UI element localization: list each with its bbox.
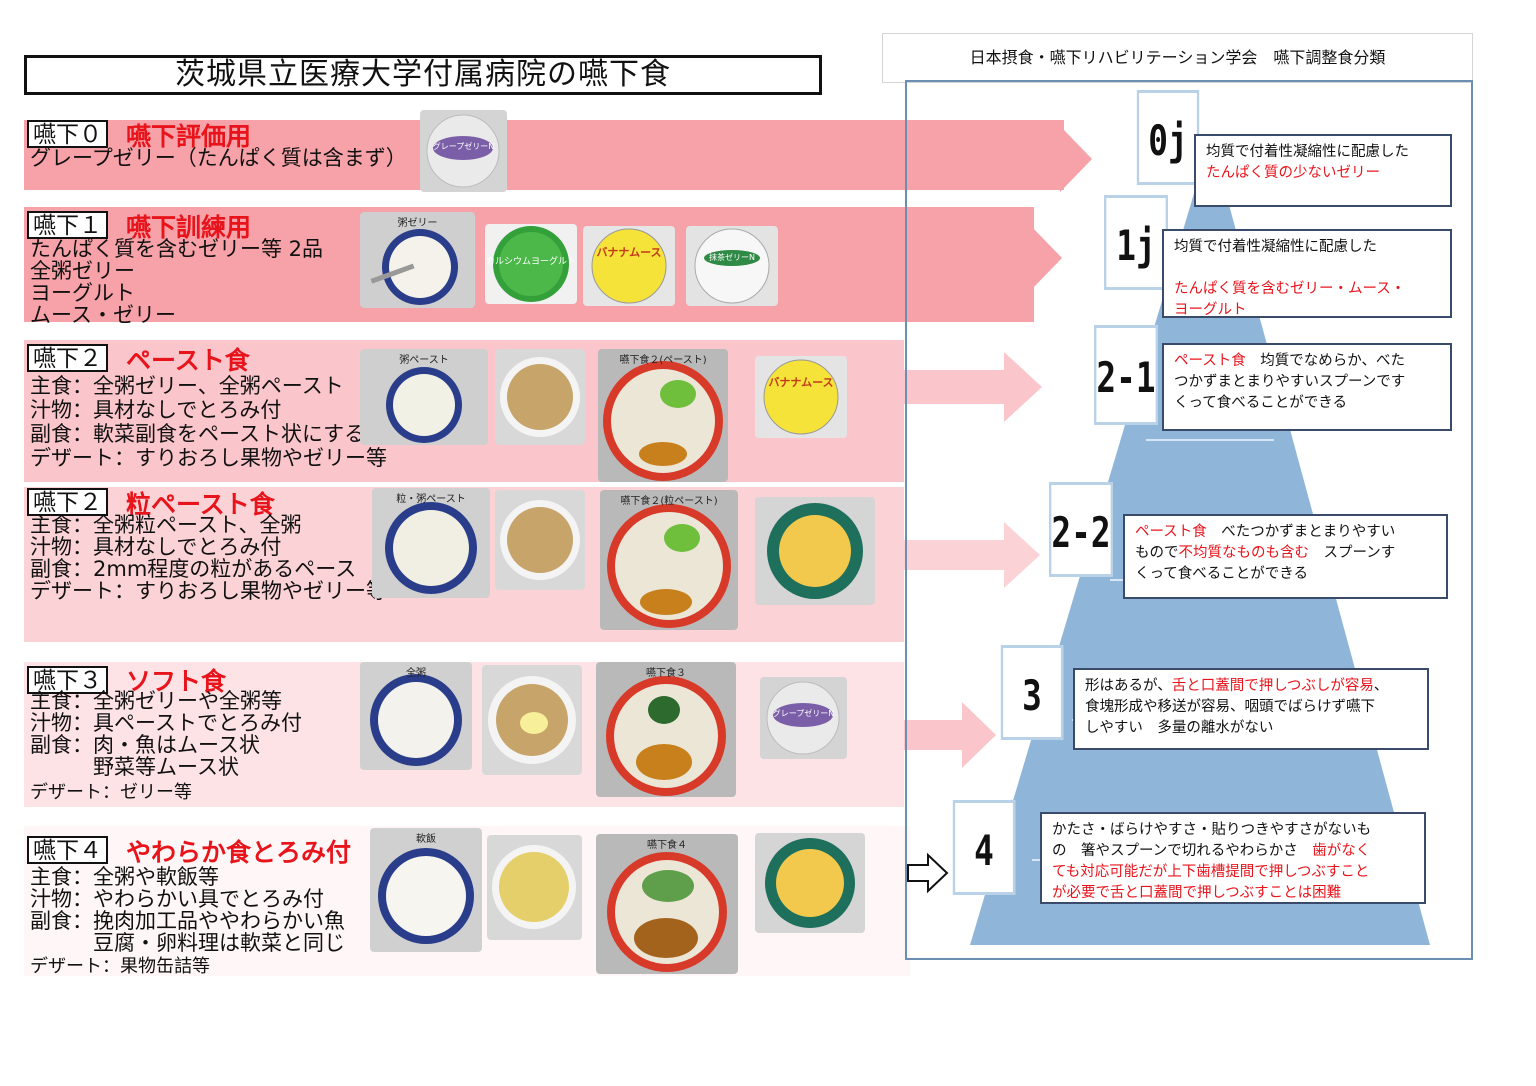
row-tag-0: 嚥下０ (27, 120, 108, 148)
row-tag-4: 嚥下３ (27, 666, 108, 694)
photo-porridge-jelly: 粥ゼリー (360, 212, 475, 308)
row-tag-1: 嚥下１ (27, 211, 108, 239)
photo-fruit-can (755, 833, 865, 933)
photo-soup-2 (495, 349, 585, 445)
photo-banana-mousse-2: バナナムース (755, 356, 847, 438)
level-desc-2-2: ペースト食 べたつかずまとまりやすい もので不均質なものも含む スプーンす くっ… (1123, 514, 1448, 599)
row-lines-4: 主食：全粥ゼリーや全粥等 汁物：具ペーストでとろみ付 副食：肉・魚はムース状 野… (30, 689, 302, 803)
row-lines-0: グレープゼリー（たんぱく質は含まず） (30, 146, 407, 170)
row-lines-1: たんぱく質を含むゼリー等 2品 全粥ゼリー ヨーグルト ムース・ゼリー (30, 237, 324, 327)
row-title-4: ソフト食 (126, 667, 227, 696)
photo-grape-jelly-0: グレープゼリーN (420, 110, 507, 192)
photo-soup-4 (482, 665, 582, 775)
classification-header: 日本摂食・嚥下リハビリテーション学会 嚥下調整食分類 (882, 33, 1473, 83)
photo-label: バナナムース (768, 376, 834, 389)
photo-matcha-jelly: 抹茶ゼリーN (686, 226, 778, 306)
level-box-2-1: 2-1 (1094, 325, 1158, 425)
photo-label: 嚥下食３ (646, 668, 686, 679)
photo-label: カルシウムヨーグルト (485, 257, 576, 267)
photo-label: グレープゼリーN (432, 142, 495, 151)
row-lines-2: 主食：全粥ゼリー、全粥ペースト 汁物：具材なしでとろみ付 副食：軟菜副食をペース… (30, 374, 387, 470)
photo-label: 粥ペースト (399, 355, 449, 366)
photo-label: 全粥 (406, 668, 426, 679)
row-title-2: ペースト食 (126, 346, 250, 375)
arrow-row-3 (904, 522, 1040, 588)
photo-label: 嚥下食２(ペースト) (619, 355, 707, 366)
photo-whole-porridge: 全粥 (360, 662, 472, 770)
photo-paste-meal: 嚥下食２(ペースト) (598, 349, 728, 482)
photo-soft-rice: 軟飯 (370, 828, 482, 952)
level-box-3: 3 (1000, 645, 1064, 740)
level-desc-0j: 均質で付着性凝縮性に配慮した たんぱく質の少ないゼリー (1194, 134, 1452, 207)
row-band-0 (24, 120, 1064, 190)
photo-label: グレープゼリーN (772, 709, 835, 718)
row-title-3: 粒ペースト食 (126, 490, 275, 519)
row-title-5: やわらか食とろみ付 (126, 838, 352, 867)
photo-label: バナナムース (596, 246, 662, 259)
photo-label: 軟飯 (416, 834, 436, 845)
level-desc-2-1: ペースト食 均質でなめらか、べた つかずまとまりやすいスプーンです くって食べる… (1162, 343, 1452, 431)
photo-yogurt: カルシウムヨーグルト (485, 224, 577, 304)
photo-label: 粒・粥ペースト (396, 494, 466, 505)
row-title-0: 嚥下評価用 (126, 122, 252, 151)
photo-soft-meal: 嚥下食３ (596, 662, 736, 797)
photo-porridge-paste: 粥ペースト (360, 349, 488, 445)
photo-label: 粥ゼリー (397, 218, 438, 229)
level-box-0j: 0j (1136, 90, 1200, 185)
row-tag-5: 嚥下４ (27, 836, 108, 864)
level-box-1j: 1j (1104, 195, 1168, 290)
photo-grain-porridge-paste: 粒・粥ペースト (372, 488, 490, 598)
photo-soup-5 (487, 835, 582, 940)
photo-label: 抹茶ゼリーN (709, 253, 755, 262)
arrow-row-2 (904, 352, 1042, 422)
photo-grated-fruit-3 (755, 497, 875, 605)
photo-label: 嚥下食４ (647, 840, 687, 851)
row-title-1: 嚥下訓練用 (126, 213, 252, 242)
photo-grain-paste-meal: 嚥下食２(粒ペースト) (600, 490, 738, 630)
level-desc-3: 形はあるが、舌と口蓋間で押しつぶしが容易、 食塊形成や移送が容易、咽頭でばらけず… (1073, 668, 1429, 750)
row-lines-5: 主食：全粥や軟飯等 汁物：やわらかい具でとろみ付 副食：挽肉加工品ややわらかい魚… (30, 865, 345, 977)
level-desc-4: かたさ・ばらけやすさ・貼りつきやすさがないも の 箸やスプーンで切れるやわらかさ… (1040, 812, 1426, 904)
row-tag-2: 嚥下２ (27, 344, 108, 372)
photo-grape-jelly-3: グレープゼリーN (760, 677, 847, 759)
classification-frame (905, 80, 1473, 960)
photo-soft-food-thick: 嚥下食４ (596, 834, 738, 974)
level-desc-1j: 均質で付着性凝縮性に配慮した たんぱく質を含むゼリー・ムース・ ヨーグルト (1162, 229, 1452, 318)
photo-banana-mousse-1: バナナムース (583, 226, 675, 306)
page-title: 茨城県立医療大学付属病院の嚥下食 (24, 55, 822, 95)
level-box-2-2: 2-2 (1049, 482, 1113, 577)
arrow-row-5 (907, 853, 949, 893)
arrow-row-1 (970, 225, 1062, 291)
arrow-row-0 (1000, 126, 1092, 192)
row-lines-3: 主食：全粥粒ペースト、全粥 汁物：具材なしでとろみ付 副食：2mm程度の粒がある… (30, 513, 387, 603)
arrow-row-4 (904, 702, 996, 768)
photo-soup-3 (495, 490, 585, 590)
level-box-4: 4 (952, 800, 1016, 895)
row-tag-3: 嚥下２ (27, 488, 108, 516)
photo-label: 嚥下食２(粒ペースト) (620, 496, 718, 507)
